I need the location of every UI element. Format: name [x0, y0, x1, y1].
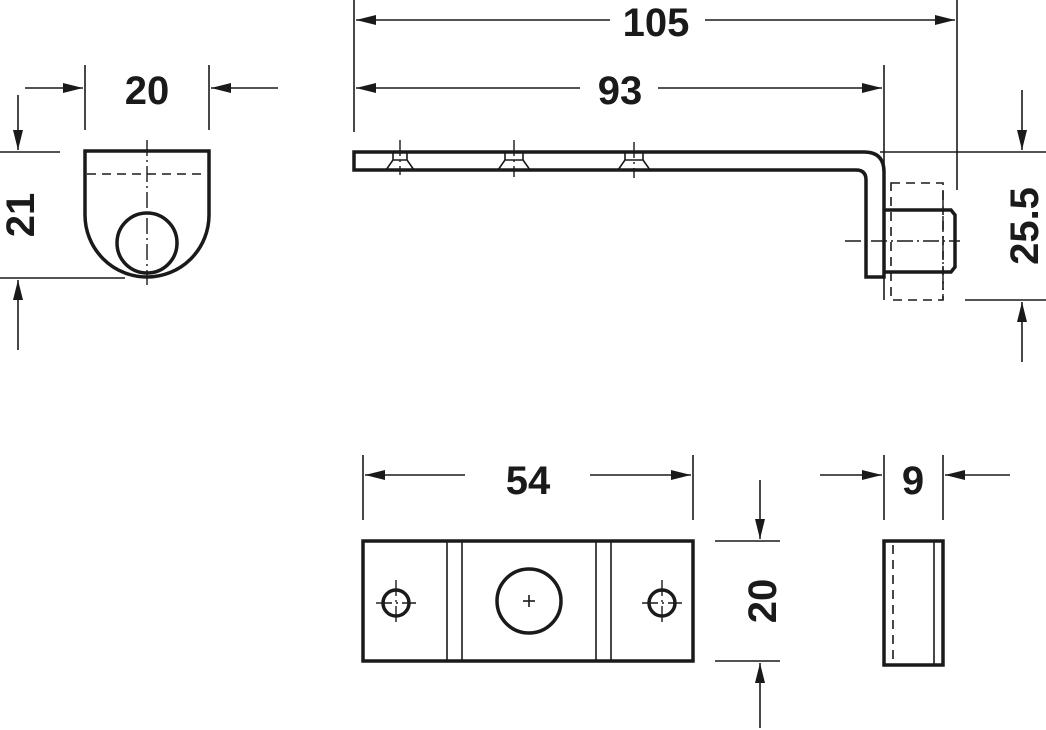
dimension-label-20-base: 20: [741, 579, 785, 624]
bracket-side-view: 25.5: [352, 90, 1046, 362]
dimension-93: 93: [356, 65, 885, 300]
dimension-label-20-end: 20: [125, 69, 170, 113]
dimension-label-105: 105: [623, 1, 690, 45]
dimension-label-25-5: 25.5: [1003, 187, 1046, 265]
end-view: 20 21: [0, 65, 278, 350]
dimension-label-54: 54: [506, 459, 551, 503]
base-side-view: 9: [820, 455, 1010, 667]
dimension-label-21: 21: [0, 193, 43, 238]
base-plate-view: 54 20: [361, 455, 785, 728]
dimension-label-9: 9: [902, 459, 924, 503]
dimension-105: 105: [353, 0, 958, 190]
countersunk-holes: [385, 140, 651, 178]
dimension-label-93: 93: [598, 69, 643, 113]
